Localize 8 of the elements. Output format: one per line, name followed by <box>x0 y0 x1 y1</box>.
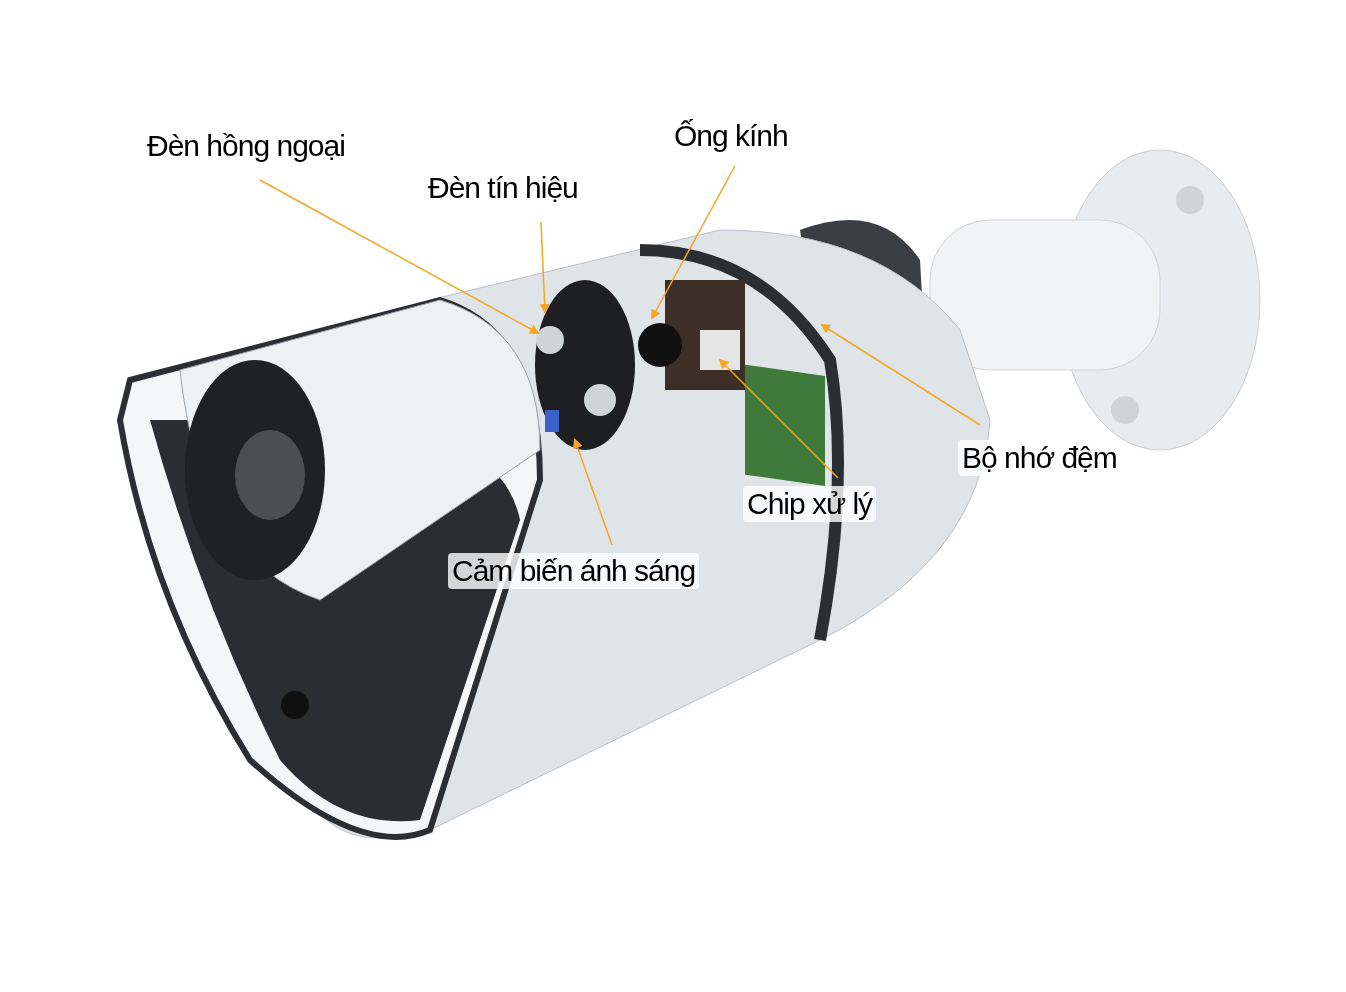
part-label: Cảm biến ánh sáng <box>448 553 700 589</box>
leader-line <box>539 221 550 314</box>
leader-line <box>820 323 981 426</box>
leader-line <box>718 358 839 479</box>
leader-line <box>572 438 613 546</box>
leader-line <box>651 165 736 320</box>
leader-line <box>259 179 540 334</box>
part-label: Chip xử lý <box>743 486 877 522</box>
